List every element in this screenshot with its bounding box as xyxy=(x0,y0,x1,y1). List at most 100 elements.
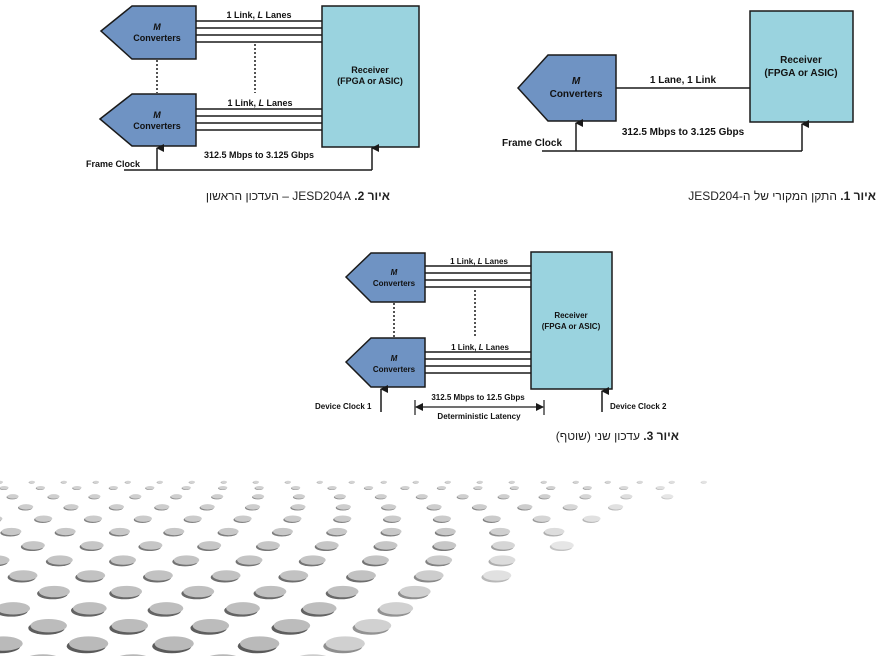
decorative-dot xyxy=(380,527,402,537)
decorative-dot xyxy=(700,480,707,484)
decorative-dot xyxy=(543,527,565,537)
decorative-dot xyxy=(244,504,261,511)
decorative-dot xyxy=(327,485,337,490)
latency-label: Deterministic Latency xyxy=(437,412,521,421)
receiver-sublabel: (FPGA or ASIC) xyxy=(542,322,601,331)
rate-label: 312.5 Mbps to 12.5 Gbps xyxy=(431,393,525,402)
decorative-dot xyxy=(325,585,359,600)
decorative-dot xyxy=(34,515,53,523)
decorative-dot xyxy=(373,541,398,552)
decorative-dot xyxy=(199,504,215,511)
decorative-dot xyxy=(432,541,457,552)
decorative-dot xyxy=(546,485,556,490)
decorative-dot xyxy=(292,494,306,500)
decorative-dot xyxy=(254,485,264,490)
decorative-dot xyxy=(326,527,348,537)
decorative-dot xyxy=(509,485,520,490)
decorative-dot xyxy=(224,602,260,617)
decorative-dot xyxy=(579,494,592,500)
decorative-dot xyxy=(432,515,452,523)
decorative-dot xyxy=(220,480,227,484)
lanes-bottom xyxy=(196,108,322,131)
decorative-dot xyxy=(517,504,533,511)
decorative-dot xyxy=(63,504,79,511)
decorative-dot xyxy=(133,515,152,523)
figure-1-caption: איור 1. התקן המקורי של ה-JESD204 xyxy=(688,189,876,203)
decorative-dot xyxy=(488,555,516,567)
decorative-dot xyxy=(374,494,387,500)
decorative-dot xyxy=(381,504,397,511)
figure-3-caption-text: עדכון שני (שוטף) xyxy=(555,429,644,443)
decorative-dot xyxy=(508,480,515,484)
decorative-dot xyxy=(88,494,101,500)
decorative-dot xyxy=(108,527,130,537)
decorative-dot xyxy=(47,494,60,500)
decorative-dot xyxy=(147,602,184,617)
device-clock-2-label: Device Clock 2 xyxy=(610,402,667,411)
decorative-dot xyxy=(346,570,376,583)
decorative-dot xyxy=(444,480,451,484)
decorative-dot xyxy=(383,515,402,523)
decorative-dot xyxy=(655,485,665,490)
receiver-sublabel: (FPGA or ASIC) xyxy=(337,76,403,86)
decorative-dot xyxy=(75,570,106,583)
decorative-dot xyxy=(0,485,9,490)
figure-3-diagram: M Converters M Converters Receiver (FPGA… xyxy=(315,251,667,421)
converter-m-label: M xyxy=(391,354,398,363)
decorative-dot xyxy=(92,480,99,484)
converter-label: Converters xyxy=(133,121,181,131)
link-label-top: 1 Link, L Lanes xyxy=(226,10,291,20)
decorative-dot xyxy=(348,480,355,484)
converter-label: Converters xyxy=(133,33,181,43)
decorative-dot xyxy=(426,504,442,511)
decorative-dot xyxy=(108,504,124,511)
decorative-dot xyxy=(608,504,624,511)
figure-2-caption-text: JESD204A – העדכון הראשון xyxy=(205,189,355,203)
decorative-dot xyxy=(668,480,675,484)
decorative-dot xyxy=(604,480,611,484)
decorative-dot xyxy=(497,494,510,500)
decorative-dot xyxy=(188,480,195,484)
converter-m-label: M xyxy=(153,110,161,120)
decorative-dot xyxy=(181,585,215,600)
decorative-dot xyxy=(532,515,551,523)
converter-block-top xyxy=(99,5,197,60)
decorative-dot xyxy=(636,480,643,484)
decorative-dot xyxy=(549,541,574,552)
decorative-dot xyxy=(425,555,453,567)
decorative-dot xyxy=(314,541,339,552)
decorative-dot xyxy=(271,618,311,635)
decorative-dot xyxy=(278,570,309,583)
decorative-dot xyxy=(335,504,351,511)
decorative-dot xyxy=(70,602,107,617)
decorative-dot xyxy=(0,480,3,484)
decorative-dot xyxy=(54,527,76,537)
decorative-dot xyxy=(255,541,280,552)
decorative-dot xyxy=(380,480,387,484)
decorative-dot xyxy=(284,480,291,484)
decorative-dot xyxy=(108,485,119,490)
decorative-dot xyxy=(170,494,183,500)
decorative-dot xyxy=(412,480,419,484)
decorative-dot xyxy=(538,494,551,500)
decorative-dot xyxy=(377,602,414,617)
receiver-label: Receiver xyxy=(554,311,587,320)
frame-clock-label: Frame Clock xyxy=(86,159,141,169)
converter-m-label: M xyxy=(391,268,398,277)
decorative-dot xyxy=(0,516,3,522)
link-label-bottom: 1 Link, L Lanes xyxy=(451,343,509,352)
decorative-dot xyxy=(323,636,365,654)
decorative-dot xyxy=(233,515,252,523)
receiver-label: Receiver xyxy=(780,55,822,66)
decorative-dot xyxy=(145,485,155,490)
decorative-dot xyxy=(237,636,280,654)
decorative-dot xyxy=(252,494,265,500)
decorative-dot xyxy=(152,636,194,654)
decorative-dot xyxy=(362,555,389,567)
decorative-dot xyxy=(456,494,469,500)
decorative-dot xyxy=(298,555,326,567)
decorative-dot xyxy=(620,494,633,500)
decorative-dot xyxy=(183,515,202,523)
figure-3-caption: איור 3. עדכון שני (שוטף) xyxy=(556,429,679,443)
